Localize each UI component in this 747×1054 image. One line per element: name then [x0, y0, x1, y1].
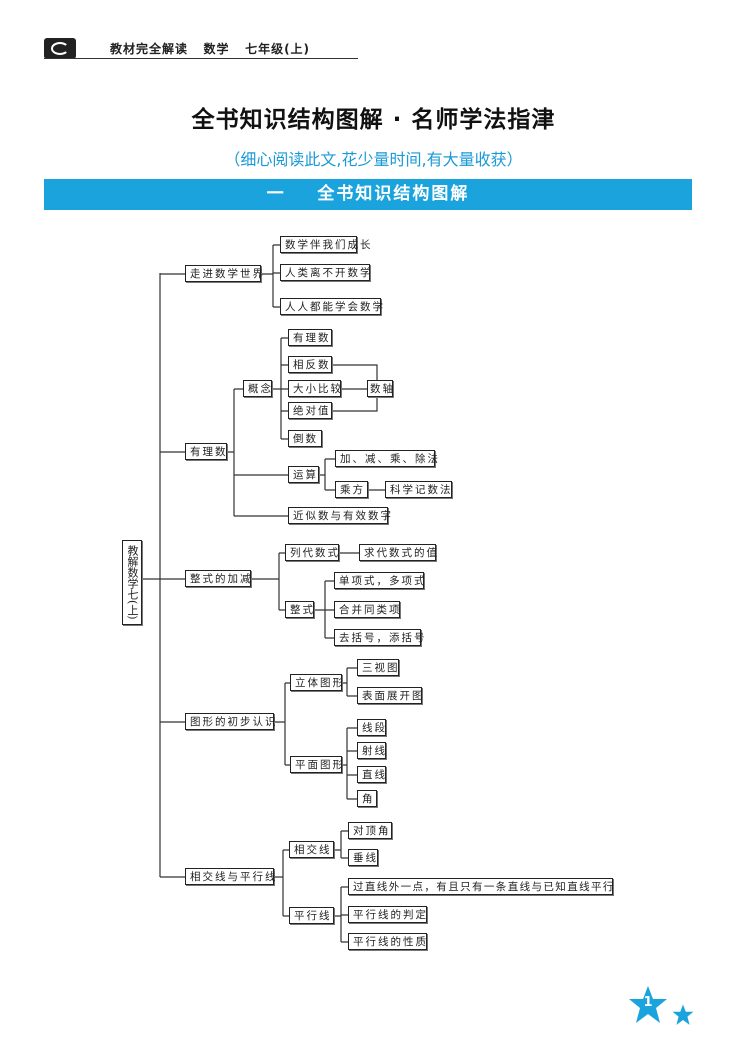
tree-root: 教解数学七(上) [122, 540, 142, 625]
node-chapter-3: 整式的加减 [185, 570, 251, 587]
node: 相反数 [288, 356, 332, 373]
header-rule [44, 58, 358, 59]
publisher-logo-icon [44, 38, 76, 59]
node-chapter-5: 相交线与平行线 [185, 868, 276, 885]
node: 合并同类项 [334, 601, 400, 618]
node: 立体图形 [290, 674, 343, 691]
node: 平行线的性质 [348, 933, 427, 950]
node: 角 [357, 790, 377, 807]
node: 有理数 [288, 329, 332, 346]
page-title: 全书知识结构图解 · 名师学法指津 [191, 107, 556, 133]
node: 射线 [357, 742, 386, 759]
running-header: 教材完全解读 数学 七年级(上) [110, 42, 311, 56]
node: 单项式，多项式 [334, 572, 425, 589]
node: 数轴 [367, 380, 393, 397]
node: 列代数式 [285, 544, 339, 561]
node-chapter-2: 有理数 [185, 443, 227, 460]
node: 对顶角 [348, 822, 392, 839]
node: 人人都能学会数学 [280, 298, 383, 315]
node: 过直线外一点，有且只有一条直线与已知直线平行 [348, 878, 613, 895]
node: 整式 [285, 601, 314, 618]
node: 数学伴我们成长 [280, 236, 371, 253]
section-heading: 一 全书知识结构图解 [44, 179, 692, 210]
node: 直线 [357, 766, 386, 783]
node-chapter-4: 图形的初步认识 [185, 713, 276, 730]
node: 加、减、乘、除法 [335, 450, 438, 467]
node: 求代数式的值 [359, 544, 437, 561]
node: 乘方 [335, 481, 368, 498]
node: 人类离不开数学 [280, 264, 371, 281]
node: 三视图 [357, 659, 399, 676]
page-number: 1 [643, 995, 653, 1010]
node: 平行线 [289, 907, 334, 924]
node: 平面图形 [290, 756, 343, 773]
page-subtitle: （细心阅读此文,花少量时间,有大量收获） [224, 150, 523, 169]
node: 科学记数法 [385, 481, 452, 498]
node: 大小比较 [288, 380, 341, 397]
node: 倒数 [288, 430, 322, 447]
node: 去括号，添括号 [334, 629, 425, 646]
node: 近似数与有效数字 [288, 507, 391, 524]
small-star-icon [672, 1004, 694, 1025]
node: 相交线 [289, 841, 334, 858]
node: 表面展开图 [357, 687, 423, 704]
node-chapter-1: 走进数学世界 [185, 265, 263, 282]
node: 线段 [357, 719, 386, 736]
node: 垂线 [348, 849, 378, 866]
node: 概念 [243, 380, 272, 397]
node: 运算 [288, 466, 319, 483]
page-number-star-icon [629, 986, 667, 1023]
node: 绝对值 [288, 402, 332, 419]
node: 平行线的判定 [348, 906, 427, 923]
